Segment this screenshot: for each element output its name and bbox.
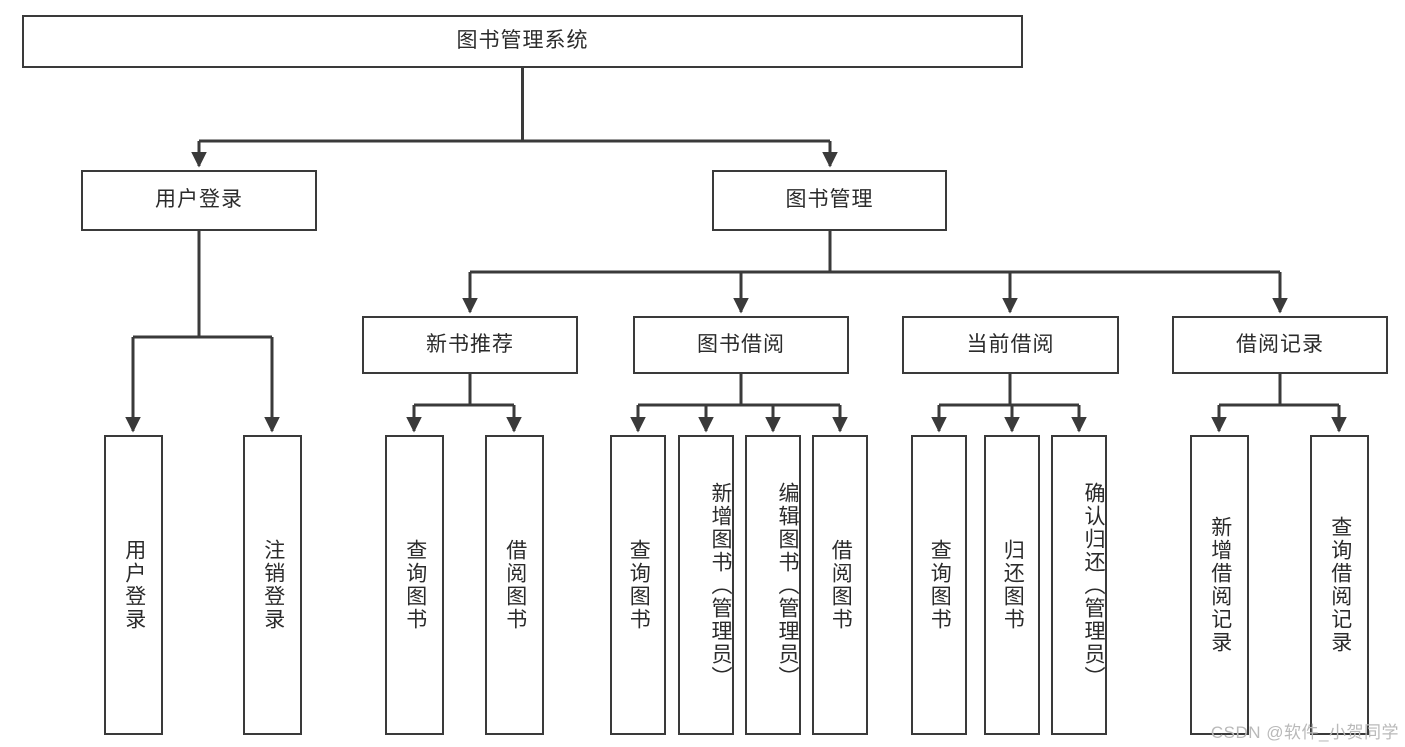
node-leaf-query-book-1[interactable]: 查询图书: [385, 435, 444, 735]
node-book-management[interactable]: 图书管理: [712, 170, 947, 231]
node-leaf-borrow-book-2-label: 借阅图书: [829, 539, 853, 631]
node-leaf-user-logout[interactable]: 注销登录: [243, 435, 302, 735]
csdn-watermark: CSDN @软件_小贺同学: [1210, 723, 1399, 742]
node-leaf-query-book-3-label: 查询图书: [928, 539, 952, 631]
node-leaf-query-book-2[interactable]: 查询图书: [610, 435, 666, 735]
node-leaf-add-book-label: 新增图书（管理员）: [709, 481, 732, 689]
node-leaf-query-book-2-label: 查询图书: [627, 539, 651, 631]
node-book-borrow[interactable]: 图书借阅: [633, 316, 849, 374]
node-leaf-confirm-return[interactable]: 确认归还（管理员）: [1051, 435, 1107, 735]
node-leaf-add-borrow-record[interactable]: 新增借阅记录: [1190, 435, 1249, 735]
node-user-login[interactable]: 用户登录: [81, 170, 317, 231]
node-leaf-confirm-return-label: 确认归还（管理员）: [1082, 481, 1105, 689]
node-leaf-query-borrow-record[interactable]: 查询借阅记录: [1310, 435, 1369, 735]
node-root-system-label: 图书管理系统: [456, 29, 589, 53]
node-leaf-borrow-book-1[interactable]: 借阅图书: [485, 435, 544, 735]
node-borrow-record[interactable]: 借阅记录: [1172, 316, 1388, 374]
node-leaf-user-logout-label: 注销登录: [261, 539, 285, 631]
node-leaf-return-book[interactable]: 归还图书: [984, 435, 1040, 735]
node-leaf-edit-book[interactable]: 编辑图书（管理员）: [745, 435, 801, 735]
node-new-book-recommend[interactable]: 新书推荐: [362, 316, 578, 374]
node-root-system[interactable]: 图书管理系统: [22, 15, 1023, 68]
node-leaf-user-login-label: 用户登录: [122, 539, 146, 631]
node-leaf-user-login[interactable]: 用户登录: [104, 435, 163, 735]
node-leaf-query-borrow-record-label: 查询借阅记录: [1328, 516, 1352, 654]
node-user-login-label: 用户登录: [155, 188, 243, 212]
node-leaf-add-book[interactable]: 新增图书（管理员）: [678, 435, 734, 735]
node-leaf-edit-book-label: 编辑图书（管理员）: [776, 481, 799, 689]
node-new-book-recommend-label: 新书推荐: [426, 332, 514, 356]
node-leaf-return-book-label: 归还图书: [1001, 539, 1025, 631]
node-leaf-borrow-book-1-label: 借阅图书: [503, 539, 527, 631]
node-leaf-borrow-book-2[interactable]: 借阅图书: [812, 435, 868, 735]
node-leaf-add-borrow-record-label: 新增借阅记录: [1208, 516, 1232, 654]
node-borrow-record-label: 借阅记录: [1236, 332, 1324, 356]
node-current-borrow-label: 当前借阅: [966, 332, 1055, 356]
node-leaf-query-book-1-label: 查询图书: [403, 539, 427, 631]
node-current-borrow[interactable]: 当前借阅: [902, 316, 1119, 374]
node-book-borrow-label: 图书借阅: [697, 332, 785, 356]
node-leaf-query-book-3[interactable]: 查询图书: [911, 435, 967, 735]
node-book-management-label: 图书管理: [785, 188, 874, 212]
